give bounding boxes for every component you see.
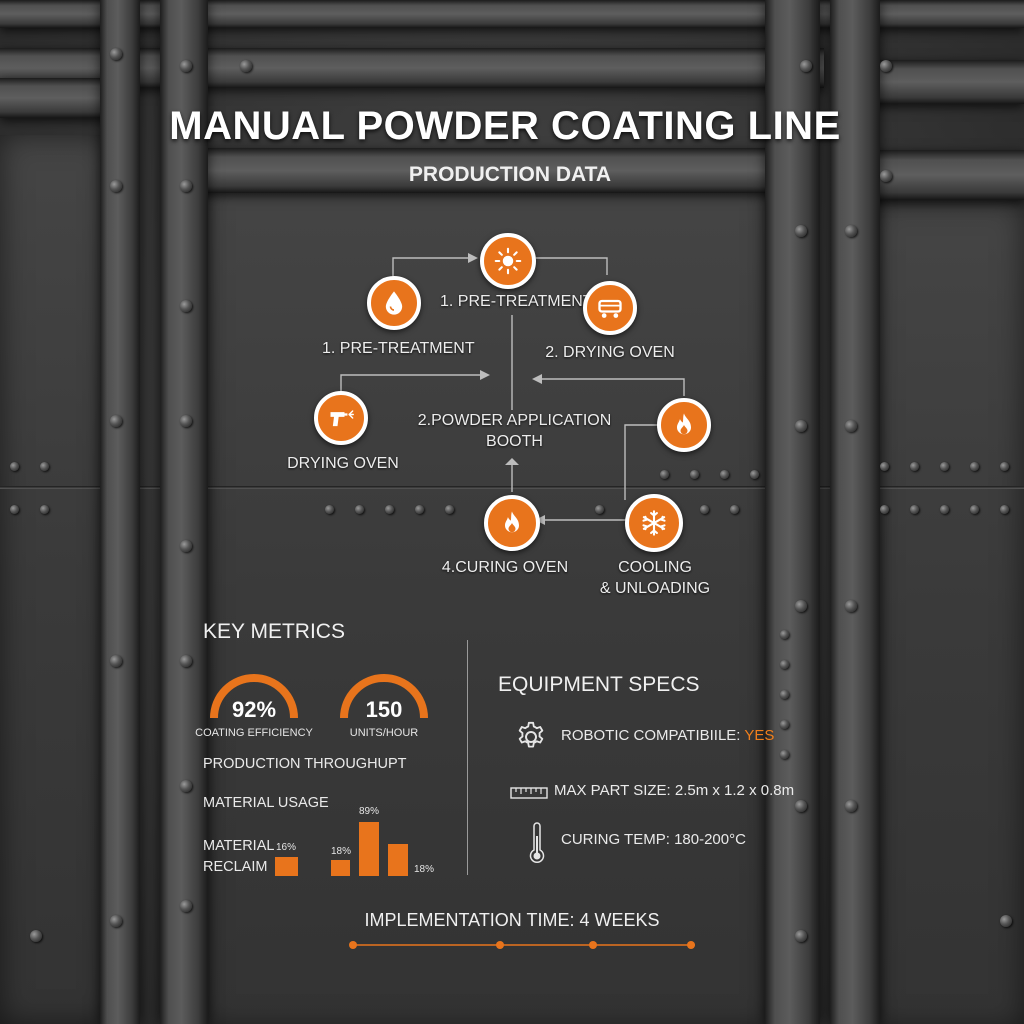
step-label-drying-oven-right: 2. DRYING OVEN	[545, 344, 675, 361]
bar-3	[359, 822, 379, 876]
equipment-specs-heading: EQUIPMENT SPECS	[498, 673, 700, 696]
step-cart-node	[583, 281, 637, 335]
flame-icon	[677, 413, 691, 435]
step-label-cooling-line1: COOLING	[618, 559, 692, 576]
spray-gun-icon	[330, 410, 354, 427]
beam-right-1	[765, 0, 820, 1024]
thermometer-icon	[529, 822, 545, 863]
step-label-cooling-line2: & UNLOADING	[599, 580, 711, 597]
implementation-time: IMPLEMENTATION TIME: 4 WEEKS	[364, 910, 660, 930]
step-sun-node	[480, 233, 536, 289]
key-metrics-heading: KEY METRICS	[203, 620, 345, 643]
ruler-icon	[510, 787, 548, 799]
step-droplet-node	[367, 276, 421, 330]
step-label-pretreatment-top: 1. PRE-TREATMENT	[440, 293, 593, 310]
coating-efficiency-gauge	[210, 674, 298, 719]
step-label-powder-booth-line1: 2.POWDER APPLICATION	[417, 412, 612, 429]
beam-right-2	[830, 0, 880, 1024]
step-cooling-node	[625, 494, 683, 552]
units-per-hour-label: UNITS/HOUR	[349, 727, 419, 739]
robotic-compatible-label: ROBOTIC COMPATIBIILE:	[561, 727, 741, 744]
max-part-size: MAX PART SIZE: 2.5m x 1.2 x 0.8m	[554, 782, 795, 799]
beam-left-2	[160, 0, 208, 1024]
droplet-icon	[385, 291, 403, 315]
step-label-cooling: COOLING & UNLOADING	[585, 557, 725, 599]
center-panel	[200, 170, 775, 1024]
bar-2	[331, 860, 350, 876]
page-subtitle: PRODUCTION DATA	[408, 163, 612, 186]
coating-efficiency-value: 92%	[231, 697, 277, 722]
step-label-powder-booth-line2: BOOTH	[486, 433, 543, 450]
timeline-dot	[496, 941, 504, 949]
section-divider	[467, 640, 468, 875]
upper-beam-center	[200, 148, 804, 193]
material-reclaim-line1: MATERIAL	[203, 838, 275, 854]
step-spray-gun-node	[314, 391, 368, 445]
robotic-compatible-value: YES	[744, 727, 775, 744]
sun-icon	[494, 247, 522, 275]
bar-1	[275, 857, 298, 876]
upper-beam-right-2	[870, 150, 1024, 200]
bar-label-1: 16%	[276, 842, 297, 853]
implementation-timeline	[349, 941, 695, 949]
step-curing-oven-node	[484, 495, 540, 551]
step-label-powder-booth: 2.POWDER APPLICATION BOOTH	[412, 410, 617, 452]
bar-label-2: 18%	[331, 846, 352, 857]
robotic-compatible-row: ROBOTIC COMPATIBIILE: YES	[561, 727, 774, 744]
step-label-pretreatment-left: 1. PRE-TREATMENT	[322, 340, 475, 357]
cart-icon	[598, 299, 622, 318]
step-label-curing-oven: 4.CURING OVEN	[441, 559, 569, 576]
step-flame-node-right	[657, 398, 711, 452]
left-panel	[0, 135, 112, 1024]
beam-left-1	[100, 0, 140, 1024]
bar-4	[388, 844, 408, 876]
material-reclaim-label: MATERIAL RECLAIM	[203, 836, 274, 878]
units-per-hour-value: 150	[365, 697, 403, 722]
units-per-hour-gauge	[340, 674, 428, 719]
bar-label-4: 18%	[414, 864, 435, 875]
gear-icon	[518, 721, 544, 748]
flame-icon	[505, 511, 519, 533]
upper-beam-right	[870, 60, 1024, 104]
timeline-dot	[687, 941, 695, 949]
timeline-dot	[349, 941, 357, 949]
material-reclaim-line2: RECLAIM	[203, 859, 268, 875]
right-panel	[870, 200, 1024, 1024]
step-label-drying-oven-left: DRYING OVEN	[287, 455, 399, 472]
material-usage-label: MATERIAL USAGE	[203, 795, 329, 811]
snowflake-icon	[642, 510, 666, 536]
coating-efficiency-label: COATING EFFICIENCY	[195, 727, 313, 739]
page-title: MANUAL POWDER COATING LINE	[169, 104, 841, 148]
bar-label-3: 89%	[359, 806, 380, 817]
timeline-dot	[589, 941, 597, 949]
production-throughput-label: PRODUCTION THROUGHUPT	[203, 756, 407, 772]
curing-temp: CURING TEMP: 180-200°C	[561, 831, 746, 848]
